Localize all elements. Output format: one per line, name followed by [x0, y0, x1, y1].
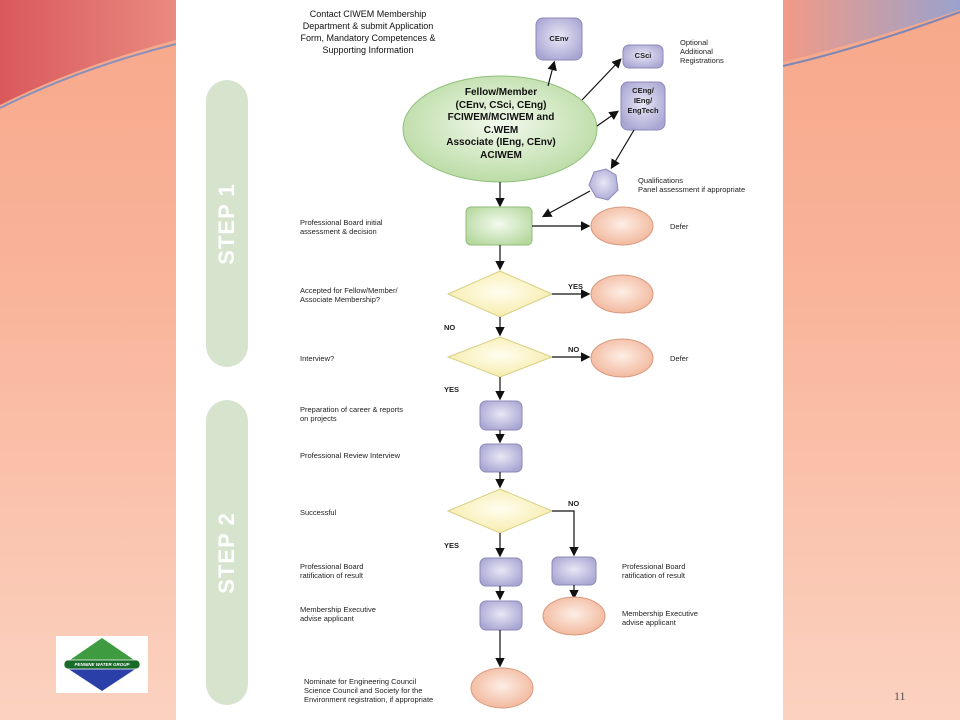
optional-label: Optional Additional Registrations [680, 38, 724, 65]
ratification-right-label: Professional Board ratification of resul… [622, 562, 686, 580]
arrow-to-ceng [596, 110, 619, 127]
initial-assessment-box [465, 206, 533, 246]
step2-bar: STEP 2 [206, 400, 248, 705]
no2-label: NO [568, 345, 580, 354]
yes3-label: YES [444, 541, 460, 550]
no1-label: NO [444, 323, 456, 332]
slide-page-number: 11 [894, 689, 906, 703]
successful-label: Successful [300, 508, 337, 517]
successful-diamond [446, 488, 554, 534]
step1-bar: STEP 1 [206, 80, 248, 367]
advise-right-ellipse [542, 596, 606, 636]
cenv-label: CEnv [549, 34, 569, 43]
preparation-label: Preparation of career & reports on proje… [300, 405, 403, 423]
ceng-label: CEng/ IEng/ EngTech [627, 86, 659, 115]
logo-text: PENNINE WATER GROUP [74, 662, 130, 667]
grades-label: Fellow/Member (CEnv, CSci, CEng) FCIWEM/… [446, 87, 556, 161]
qualifications-hexagon [588, 168, 619, 201]
ratification-left-box [479, 557, 523, 587]
csci-label: CSci [634, 51, 652, 60]
right-swoosh-line [782, 11, 960, 67]
arrow-qualifications-to-assessment [541, 190, 591, 218]
interview-diamond [446, 336, 554, 378]
defer2-label: Defer [670, 354, 689, 363]
preparation-box [479, 400, 523, 431]
yes2-label: YES [444, 385, 460, 394]
advise-left-label: Membership Executive advise applicant [300, 605, 376, 623]
advise-right-label: Membership Executive advise applicant [622, 609, 698, 627]
right-swoosh [783, 0, 960, 62]
cenv-box [535, 17, 583, 61]
defer2-ellipse [590, 338, 654, 378]
accepted-diamond [446, 270, 554, 318]
no3-label: NO [568, 499, 580, 508]
left-swoosh-line [0, 43, 177, 109]
qualifications-label: Qualifications Panel assessment if appro… [638, 176, 746, 194]
defer1-ellipse [590, 206, 654, 246]
yes1-label: YES [568, 282, 584, 291]
defer1-label: Defer [670, 222, 689, 231]
interview-label: Interview? [300, 354, 335, 363]
accepted-label: Accepted for Fellow/Member/ Associate Me… [300, 286, 398, 304]
nominate-ellipse [470, 667, 534, 709]
csci-box [622, 44, 664, 69]
pennine-water-group-logo: PENNINE WATER GROUP [56, 636, 148, 693]
contact-text: Contact CIWEM Membership Department & su… [300, 9, 436, 55]
flow-diagram [402, 17, 666, 709]
arrow-to-cenv [547, 60, 557, 87]
initial-assessment-label: Professional Board initial assessment & … [300, 218, 383, 236]
ceng-box [620, 81, 666, 131]
arrow-ceng-to-qualifications [610, 129, 635, 170]
yes1-ellipse [590, 274, 654, 314]
review-label: Professional Review Interview [300, 451, 401, 460]
review-box [479, 443, 523, 473]
arrow-successful-no [552, 510, 579, 557]
advise-left-box [479, 600, 523, 631]
nominate-label: Nominate for Engineering Council Science… [304, 677, 434, 704]
ratification-left-label: Professional Board ratification of resul… [300, 562, 364, 580]
flowchart-page: STEP 1 STEP 2 [176, 0, 783, 720]
arrow-to-csci [581, 58, 622, 101]
ratification-right-box [551, 556, 597, 586]
left-swoosh [0, 0, 176, 105]
